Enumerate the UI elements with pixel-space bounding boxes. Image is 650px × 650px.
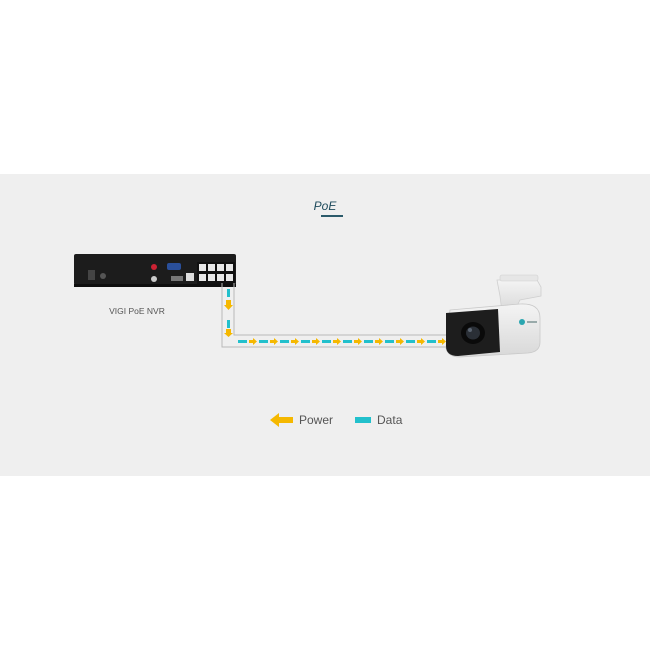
nvr-audio-ports-icon xyxy=(151,264,157,282)
nvr-hdmi-port-icon xyxy=(171,276,183,281)
poe-cable xyxy=(221,283,452,348)
nvr-device xyxy=(74,254,236,287)
legend-item-power: Power xyxy=(270,413,333,427)
power-flow-arrows xyxy=(224,300,446,345)
diagram-panel xyxy=(0,174,650,476)
nvr-lan-port-icon xyxy=(186,273,194,281)
data-flow-dashes xyxy=(227,289,436,343)
title-underline xyxy=(321,215,343,217)
camera-logo-icon xyxy=(519,319,537,325)
diagram-title: PoE xyxy=(313,199,337,213)
power-arrow-icon xyxy=(270,413,293,427)
legend-power-label: Power xyxy=(299,413,334,427)
legend: Power Data xyxy=(270,412,424,428)
nvr-poe-ports-icon xyxy=(197,262,235,284)
nvr-vga-port-icon xyxy=(167,263,181,270)
nvr-label: VIGI PoE NVR xyxy=(109,306,165,316)
data-dash-icon xyxy=(355,417,372,423)
bullet-camera xyxy=(445,274,542,358)
legend-data-label: Data xyxy=(377,413,403,427)
nvr-power-switch-icon xyxy=(88,270,106,280)
legend-item-data: Data xyxy=(355,413,402,427)
